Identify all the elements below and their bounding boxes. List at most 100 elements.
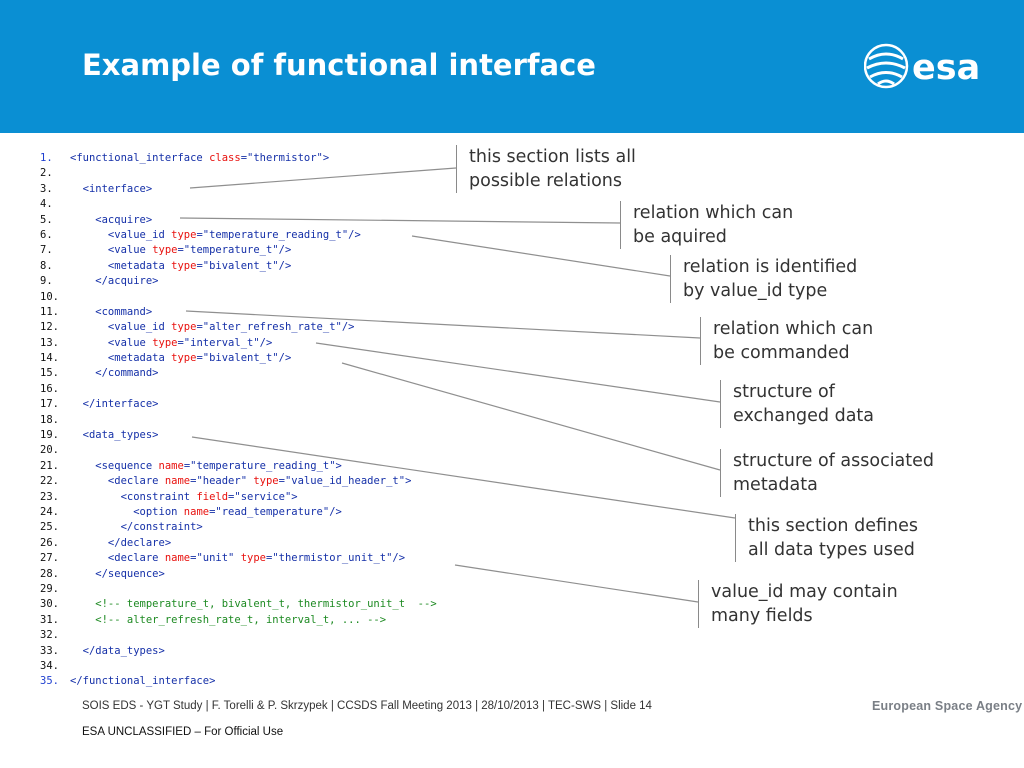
code-line: 17. </interface>: [40, 397, 480, 412]
code-token: field: [196, 490, 229, 503]
code-line: 15. </command>: [40, 366, 480, 381]
code-token: ="temperature_reading_t"/>: [196, 228, 361, 241]
line-number: 30.: [40, 598, 59, 611]
code-token: ="value_id_header_t">: [278, 475, 412, 488]
code-line: 24. <option name="read_temperature"/>: [40, 505, 480, 520]
annotation-text: by value_id type: [683, 281, 828, 301]
code-token: </acquire>: [70, 275, 159, 288]
annotation-possible-relations: this section lists all possible relation…: [456, 145, 636, 193]
code-token: </command>: [70, 367, 159, 380]
code-token: <constraint: [70, 490, 197, 503]
code-token: <option: [70, 505, 184, 518]
code-token: type: [152, 336, 178, 349]
line-number: 21.: [40, 459, 59, 472]
line-number: 1.: [40, 152, 53, 164]
code-token: <!-- alter_refresh_rate_t, interval_t, .…: [70, 613, 387, 626]
code-token: ="header": [190, 475, 254, 488]
code-line: 6. <value_id type="temperature_reading_t…: [40, 228, 480, 243]
line-number: 14.: [40, 352, 59, 365]
code-line: 21. <sequence name="temperature_reading_…: [40, 459, 480, 474]
line-number: 31.: [40, 613, 59, 626]
line-number: 8.: [40, 259, 53, 272]
code-token: ="bivalent_t"/>: [196, 352, 292, 365]
annotation-text: exchanged data: [733, 406, 874, 426]
code-token: <!-- temperature_t, bivalent_t, thermist…: [70, 598, 437, 611]
code-line: 16.: [40, 382, 480, 397]
annotation-associated-metadata: structure of associated metadata: [720, 449, 934, 497]
code-token: type: [253, 475, 279, 488]
code-token: </declare>: [70, 536, 172, 549]
code-token: ="temperature_reading_t">: [183, 459, 342, 472]
line-number: 27.: [40, 552, 59, 565]
code-line: 26. </declare>: [40, 536, 480, 551]
annotation-text: be commanded: [713, 343, 850, 363]
code-token: <metadata: [70, 259, 172, 272]
line-number: 6.: [40, 228, 53, 241]
line-number: 29.: [40, 582, 59, 595]
code-token: </constraint>: [70, 521, 203, 534]
esa-logo: esa: [864, 43, 980, 89]
code-token: <interface>: [70, 182, 153, 195]
code-line: 33. </data_types>: [40, 644, 480, 659]
code-line: 28. </sequence>: [40, 567, 480, 582]
code-line: 18.: [40, 413, 480, 428]
code-token: ="bivalent_t"/>: [196, 259, 292, 272]
code-line: 2.: [40, 166, 480, 181]
code-line: 1.<functional_interface class="thermisto…: [40, 151, 480, 166]
code-token: <data_types>: [70, 429, 159, 442]
code-token: <declare: [70, 475, 165, 488]
line-number: 28.: [40, 567, 59, 580]
code-line: 19. <data_types>: [40, 428, 480, 443]
line-number: 16.: [40, 382, 59, 395]
annotation-text: many fields: [711, 606, 813, 626]
code-token: type: [171, 259, 197, 272]
line-number: 18.: [40, 413, 59, 426]
line-number: 20.: [40, 444, 59, 457]
line-number: 13.: [40, 336, 59, 349]
code-line: 14. <metadata type="bivalent_t"/>: [40, 351, 480, 366]
footer-agency-name: European Space Agency: [872, 699, 1023, 713]
code-token: ="read_temperature"/>: [209, 505, 342, 518]
code-token: ="alter_refresh_rate_t"/>: [196, 321, 355, 334]
annotation-text: relation which can: [633, 203, 794, 223]
esa-logo-text: esa: [912, 48, 980, 88]
code-token: name: [158, 459, 184, 472]
code-token: <acquire>: [70, 213, 153, 226]
connector-line: [454, 564, 699, 603]
code-line: 23. <constraint field="service">: [40, 490, 480, 505]
code-line: 34.: [40, 659, 480, 674]
code-token: name: [164, 475, 191, 488]
code-token: <command>: [70, 305, 153, 318]
code-token: ="unit": [190, 552, 241, 565]
annotation-text: relation is identified: [683, 257, 858, 277]
line-number: 9.: [40, 275, 53, 288]
code-token: </sequence>: [70, 567, 165, 580]
line-number: 11.: [40, 305, 59, 318]
annotation-text: all data types used: [748, 540, 915, 560]
code-line: 27. <declare name="unit" type="thermisto…: [40, 551, 480, 566]
line-number: 25.: [40, 521, 59, 534]
line-number: 3.: [40, 182, 53, 195]
code-listing: 1.<functional_interface class="thermisto…: [40, 151, 480, 690]
code-line: 13. <value type="interval_t"/>: [40, 336, 480, 351]
line-number: 5.: [40, 213, 53, 226]
annotation-text: possible relations: [469, 171, 623, 191]
esa-globe-icon: [864, 43, 909, 89]
code-token: <value_id: [70, 321, 172, 334]
annotation-text: relation which can: [713, 319, 874, 339]
line-number: 12.: [40, 321, 59, 334]
code-token: name: [164, 552, 191, 565]
code-token: <value_id: [70, 228, 172, 241]
line-number: 4.: [40, 198, 53, 211]
code-token: type: [171, 321, 197, 334]
classification-label: ESA UNCLASSIFIED – For Official Use: [82, 726, 284, 738]
code-token: </interface>: [70, 398, 159, 411]
code-line: 3. <interface>: [40, 182, 480, 197]
annotation-relation-commanded: relation which can be commanded: [700, 317, 873, 365]
annotation-data-types: this section defines all data types used: [735, 514, 918, 562]
code-token: class: [209, 152, 241, 164]
line-number: 34.: [40, 659, 59, 672]
line-number: 10.: [40, 290, 59, 303]
code-line: 35.</functional_interface>: [40, 674, 480, 689]
code-line: 22. <declare name="header" type="value_i…: [40, 474, 480, 489]
